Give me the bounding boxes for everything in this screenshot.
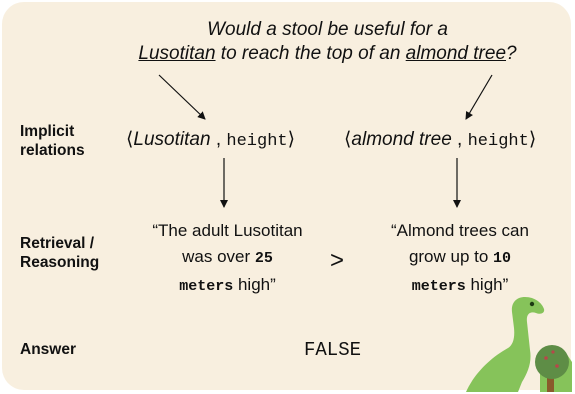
row-label-relations: relations [20,142,85,159]
fact-line: “Almond trees can [391,221,529,240]
row-label-implicit-relations: Implicit relations [20,122,85,160]
fact-almond-tree: “Almond trees can grow up to 10 meters h… [355,218,565,300]
fact-line: meters high” [120,272,335,300]
fact-number: 25 [254,250,273,267]
bracket-open: ⟨ [344,129,352,150]
row-label-reasoning: Reasoning [20,254,100,271]
row-label-answer: Answer [20,341,76,358]
diagram-card [2,2,571,390]
fact-text: high” [233,275,276,294]
fact-text: grow up to [408,247,494,266]
fact-line: was over 25 [120,244,335,272]
relation-entity: almond tree [351,129,452,150]
fact-line: meters high” [355,272,565,300]
fact-line: “The adult Lusotitan [152,221,303,240]
question-middle: to reach the top of an [215,43,406,64]
bracket-close: ⟩ [287,129,296,150]
fact-text: was over [182,247,255,266]
relation-lusotitan: ⟨Lusotitan , height⟩ [126,128,295,151]
fact-unit: meters [411,278,466,295]
arrow-lusotitan-to-relation [158,74,206,120]
tree-icon [535,345,569,392]
fact-number: 10 [493,250,512,267]
question-text-1: Would a stool be useful for a [207,19,448,40]
relation-name: height [226,132,288,151]
answer-value: FALSE [304,339,362,361]
relation-entity: Lusotitan [133,129,211,150]
question-line-1: Would a stool be useful for a [100,18,555,42]
relation-almond-tree: ⟨almond tree , height⟩ [344,128,536,151]
row-label-retrieval: Retrieval / [20,235,95,252]
relation-name: height [467,132,529,151]
fact-lusotitan: “The adult Lusotitan was over 25 meters … [120,218,335,300]
fact-text: high” [465,275,509,294]
relation-separator: , [210,129,227,150]
row-label-implicit: Implicit [20,123,75,140]
question-entity-almond-tree: almond tree [405,43,507,64]
question-mark: ? [506,43,517,64]
row-label-retrieval-reasoning: Retrieval / Reasoning [20,234,99,272]
fact-unit: meters [179,278,234,295]
fact-line: grow up to 10 [355,244,565,272]
arrow-almond-to-relation [465,74,493,120]
greater-than-sign: > [330,247,345,274]
question-entity-lusotitan: Lusotitan [138,43,216,64]
question-line-2: Lusotitan to reach the top of an almond … [100,42,555,66]
bracket-close: ⟩ [528,129,537,150]
relation-separator: , [451,129,468,150]
bracket-open: ⟨ [126,129,134,150]
